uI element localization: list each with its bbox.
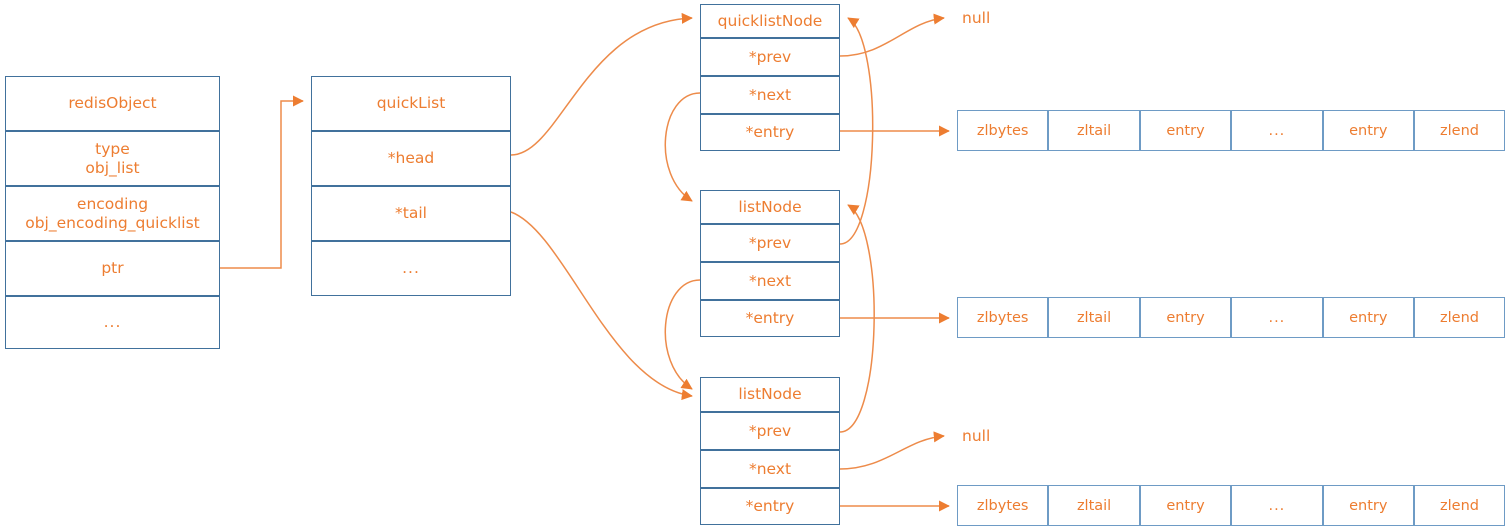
null-label-top: null bbox=[962, 9, 991, 27]
quicklist-node-3: listNode *prev *next *entry bbox=[700, 377, 840, 525]
quicklist-field-head: *head bbox=[311, 131, 511, 186]
ziplist-1-cell-ellipsis: ... bbox=[1231, 110, 1323, 151]
ziplist-1-cell-zltail: zltail bbox=[1048, 110, 1140, 151]
ziplist-3-cell-entry-last: entry bbox=[1322, 485, 1414, 526]
ziplist-1: zlbytes zltail entry ... entry zlend bbox=[957, 110, 1505, 151]
link-tail-to-node3 bbox=[510, 211, 693, 401]
ziplist-3-cell-ellipsis: ... bbox=[1231, 485, 1323, 526]
link-node1-prev-to-null bbox=[839, 13, 945, 57]
quicklist-node-2-title: listNode bbox=[700, 190, 840, 224]
link-node1-next-to-node2 bbox=[664, 92, 701, 202]
link-node3-prev-to-node2 bbox=[839, 204, 875, 433]
redis-object-field-type-line1: type bbox=[95, 139, 130, 158]
quicklist-node-2-field-prev: *prev bbox=[700, 224, 840, 262]
redis-object-field-encoding-line1: encoding bbox=[76, 194, 149, 213]
redis-object-field-encoding: encoding obj_encoding_quicklist bbox=[5, 186, 220, 241]
ziplist-1-cell-zlbytes: zlbytes bbox=[957, 110, 1049, 151]
quicklist-node-1: quicklistNode *prev *next *entry bbox=[700, 4, 840, 151]
ziplist-2-cell-zltail: zltail bbox=[1048, 297, 1140, 338]
ziplist-1-cell-entry-last: entry bbox=[1322, 110, 1414, 151]
quicklist-node-1-field-prev: *prev bbox=[700, 38, 840, 76]
redis-object-field-type-line2: obj_list bbox=[85, 158, 140, 177]
quicklist-field-tail: *tail bbox=[311, 186, 511, 241]
redis-object-field-more: ... bbox=[5, 296, 220, 349]
redis-object-field-encoding-line2: obj_encoding_quicklist bbox=[25, 213, 200, 232]
ziplist-2-cell-ellipsis: ... bbox=[1231, 297, 1323, 338]
quicklist-field-more: ... bbox=[311, 241, 511, 296]
quicklist-node-1-field-next: *next bbox=[700, 76, 840, 114]
quicklist-node-1-title: quicklistNode bbox=[700, 4, 840, 38]
ziplist-2: zlbytes zltail entry ... entry zlend bbox=[957, 297, 1505, 338]
ziplist-2-cell-zlend: zlend bbox=[1414, 297, 1505, 338]
link-node3-next-to-null bbox=[839, 431, 945, 470]
link-node2-next-to-node3 bbox=[664, 279, 701, 390]
link-node2-prev-to-node1 bbox=[839, 17, 874, 245]
ziplist-3-cell-entry-first: entry bbox=[1139, 485, 1232, 526]
quicklist-struct: quickList *head *tail ... bbox=[311, 76, 511, 296]
null-label-bottom: null bbox=[962, 427, 991, 445]
redis-object-field-type: type obj_list bbox=[5, 131, 220, 186]
ziplist-1-cell-entry-first: entry bbox=[1139, 110, 1232, 151]
ziplist-3: zlbytes zltail entry ... entry zlend bbox=[957, 485, 1505, 526]
redis-object-title: redisObject bbox=[5, 76, 220, 131]
quicklist-node-1-field-entry: *entry bbox=[700, 114, 840, 151]
quicklist-node-3-field-prev: *prev bbox=[700, 412, 840, 450]
quicklist-title: quickList bbox=[311, 76, 511, 131]
quicklist-node-2: listNode *prev *next *entry bbox=[700, 190, 840, 337]
redis-object-struct: redisObject type obj_list encoding obj_e… bbox=[5, 76, 220, 349]
redis-object-field-ptr: ptr bbox=[5, 241, 220, 296]
ziplist-3-cell-zltail: zltail bbox=[1048, 485, 1140, 526]
ziplist-2-cell-zlbytes: zlbytes bbox=[957, 297, 1049, 338]
ziplist-2-cell-entry-last: entry bbox=[1322, 297, 1414, 338]
link-head-to-node1 bbox=[510, 12, 693, 156]
ziplist-1-cell-zlend: zlend bbox=[1414, 110, 1505, 151]
ziplist-3-cell-zlend: zlend bbox=[1414, 485, 1505, 526]
ziplist-3-cell-zlbytes: zlbytes bbox=[957, 485, 1049, 526]
quicklist-node-2-field-entry: *entry bbox=[700, 300, 840, 337]
quicklist-node-2-field-next: *next bbox=[700, 262, 840, 300]
ziplist-2-cell-entry-first: entry bbox=[1139, 297, 1232, 338]
quicklist-node-3-field-next: *next bbox=[700, 450, 840, 488]
quicklist-node-3-field-entry: *entry bbox=[700, 488, 840, 525]
link-ptr-to-quicklist bbox=[220, 95, 304, 269]
quicklist-node-3-title: listNode bbox=[700, 377, 840, 412]
